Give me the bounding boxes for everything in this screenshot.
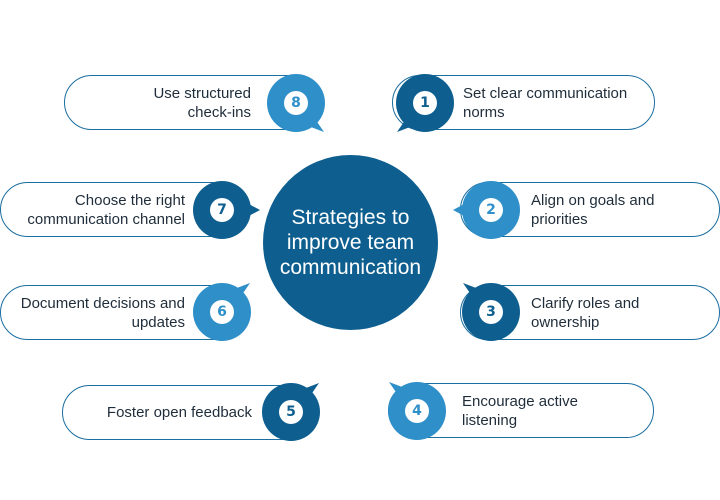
center-title: Strategies to improve team communication [279, 206, 422, 279]
badge-number-5: 5 [279, 400, 303, 424]
badge-2: 2 [453, 181, 520, 239]
strategy-label-6: Document decisions and updates [20, 294, 185, 331]
badge-3: 3 [462, 283, 520, 341]
badge-number-6: 6 [210, 300, 234, 324]
strategy-label-1: Set clear communication norms [463, 84, 628, 121]
badge-number-7: 7 [210, 198, 234, 222]
badge-number-2: 2 [479, 198, 503, 222]
badge-4: 4 [388, 382, 446, 440]
badge-5: 5 [262, 383, 320, 441]
badge-number-8: 8 [284, 91, 308, 115]
badge-7: 7 [193, 181, 260, 239]
strategy-label-8: Use structured check-ins [153, 84, 251, 121]
badge-number-4: 4 [405, 399, 429, 423]
strategy-label-7: Choose the right communication channel [27, 191, 185, 228]
strategy-label-5: Foster open feedback [106, 404, 252, 421]
strategy-label-2: Align on goals and priorities [531, 191, 655, 228]
badge-6: 6 [193, 283, 251, 341]
badge-number-1: 1 [413, 91, 437, 115]
badge-number-3: 3 [479, 300, 503, 324]
badge-1: 1 [396, 74, 454, 132]
center-hub-circle: Strategies to improve team communication [263, 155, 438, 330]
badge-8: 8 [267, 74, 325, 132]
strategy-label-4: Encourage active listening [462, 392, 578, 429]
strategy-label-3: Clarify roles and ownership [531, 294, 640, 331]
